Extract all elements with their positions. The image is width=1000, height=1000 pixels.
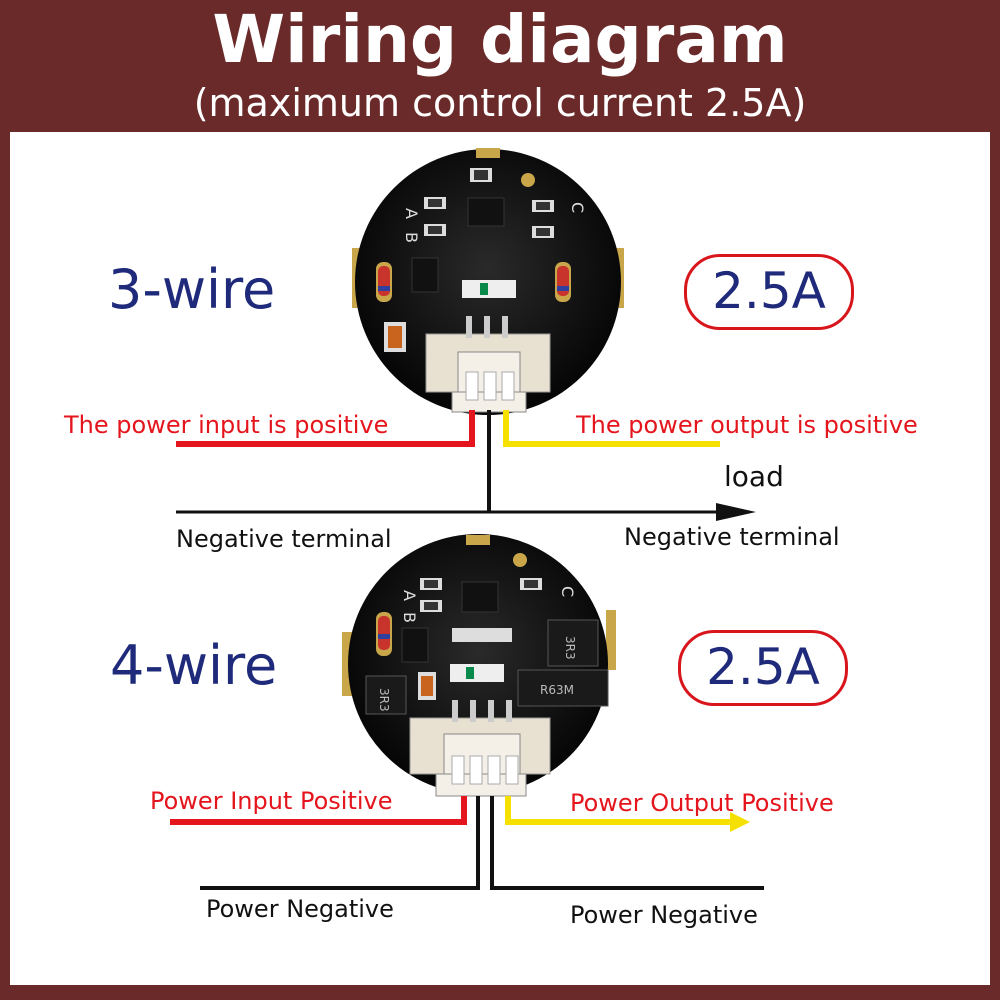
three-wire-wires — [176, 410, 756, 521]
four-wire-mark-3r3-a: 3R3 — [563, 636, 577, 660]
four-wire-output-positive-label: Power Output Positive — [570, 789, 834, 817]
four-wire-mark-3r3-b: 3R3 — [377, 688, 391, 712]
three-wire-board — [352, 148, 624, 415]
four-wire-board — [342, 534, 616, 797]
three-wire-current-badge: 2.5A — [684, 254, 854, 330]
page-title: Wiring diagram — [212, 1, 788, 78]
four-wire-red-wire — [170, 796, 467, 825]
three-wire-load-label: load — [724, 460, 784, 493]
three-wire-negative-left-label: Negative terminal — [176, 525, 392, 553]
four-wire-negative-left-label: Power Negative — [206, 895, 394, 923]
three-wire-letter-a: A — [402, 208, 421, 219]
four-wire-letter-c: C — [558, 586, 577, 597]
four-wire-current-badge: 2.5A — [678, 630, 848, 706]
three-wire-yellow-wire — [503, 410, 720, 447]
page-subtitle: (maximum control current 2.5A) — [193, 81, 807, 125]
four-wire-letter-b: B — [400, 612, 419, 623]
three-wire-negative-right-label: Negative terminal — [624, 523, 840, 551]
four-wire-yellow-wire — [505, 796, 736, 825]
four-wire-input-positive-label: Power Input Positive — [150, 787, 393, 815]
three-wire-label: 3-wire — [108, 258, 276, 321]
four-wire-black-wire-right — [490, 796, 764, 890]
three-wire-letter-c: C — [568, 202, 587, 213]
four-wire-diode-module — [517, 669, 609, 707]
three-wire-output-positive-label: The power output is positive — [576, 411, 918, 439]
four-wire-black-wire-left — [200, 796, 480, 890]
four-wire-mark-r63m: R63M — [540, 683, 574, 697]
four-wire-negative-right-label: Power Negative — [570, 901, 758, 929]
four-wire-letter-a: A — [400, 590, 419, 601]
four-wire-inductor-a — [547, 619, 599, 667]
four-wire-yellow-arrowhead — [730, 812, 750, 832]
four-wire-wires — [170, 796, 764, 890]
three-wire-input-positive-label: The power input is positive — [64, 411, 389, 439]
three-wire-letter-b: B — [402, 232, 421, 243]
four-wire-label: 4-wire — [110, 634, 278, 697]
three-wire-red-wire — [176, 410, 475, 447]
three-wire-arrowhead — [716, 503, 756, 521]
four-wire-inductor-b — [365, 675, 407, 715]
